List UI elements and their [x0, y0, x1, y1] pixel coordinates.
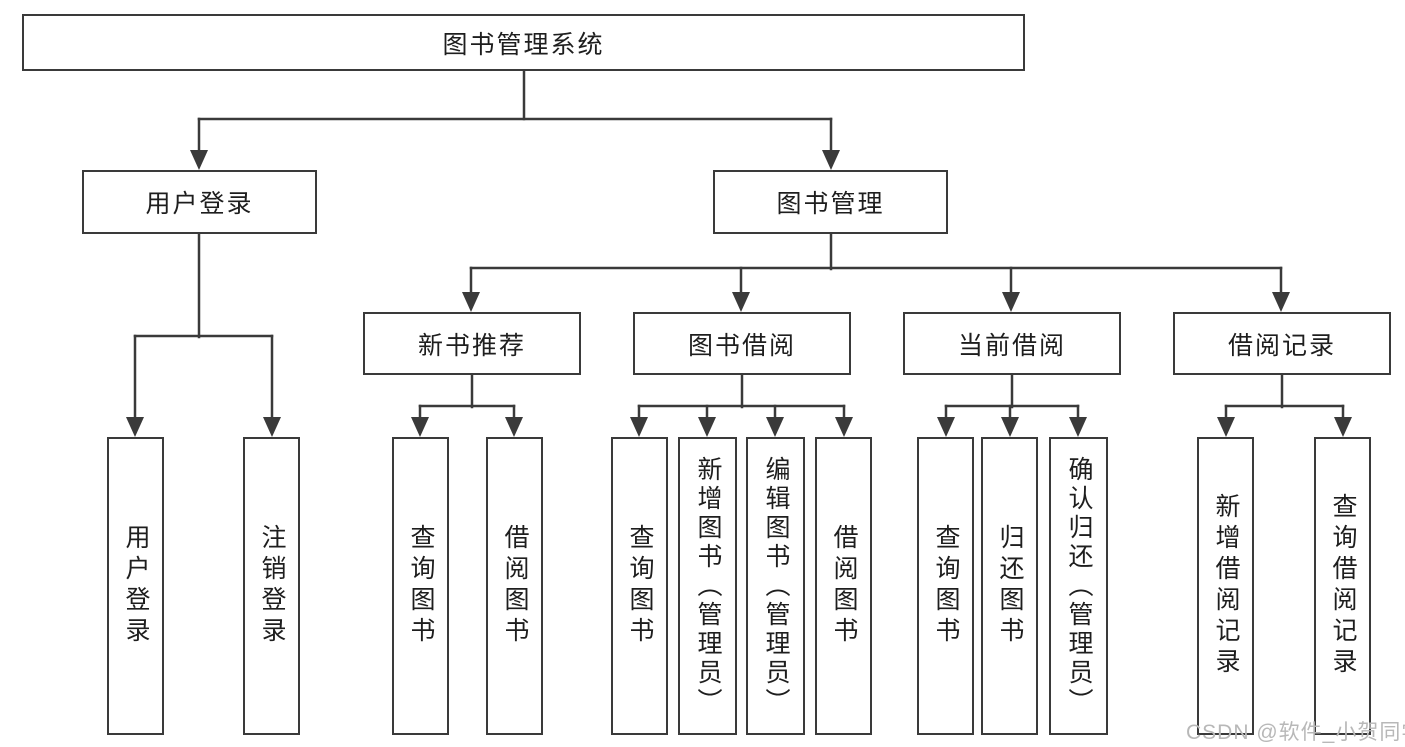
leaf-label: 归还图书	[996, 524, 1024, 648]
leaf-query-books-recommend: 查询图书	[392, 437, 449, 735]
leaf-label: 新增借阅记录	[1212, 493, 1240, 679]
leaf-user-login: 用户登录	[107, 437, 164, 735]
leaf-label: 借阅图书	[501, 524, 529, 648]
csdn-watermark: CSDN @软件_小贺同学	[1186, 721, 1405, 744]
node-library-management-system: 图书管理系统	[22, 14, 1025, 71]
node-label: 用户登录	[145, 190, 254, 218]
leaf-add-borrow-record: 新增借阅记录	[1197, 437, 1254, 735]
leaf-return-books: 归还图书	[981, 437, 1038, 735]
leaf-label: 查询图书	[407, 524, 435, 648]
arrowhead-group	[126, 150, 1352, 437]
node-label: 当前借阅	[957, 331, 1066, 360]
leaf-add-books-admin: 新增图书（管理员）	[678, 437, 737, 735]
node-user-login-branch: 用户登录	[82, 170, 317, 234]
node-label: 图书借阅	[687, 331, 796, 360]
leaf-label: 借阅图书	[830, 524, 858, 648]
node-book-borrowing: 图书借阅	[633, 312, 851, 375]
leaf-label: 查询图书	[932, 524, 960, 648]
leaf-label: 注销登录	[258, 524, 286, 648]
node-borrowing-records: 借阅记录	[1173, 312, 1391, 375]
leaf-logout: 注销登录	[243, 437, 300, 735]
leaf-query-borrow-record: 查询借阅记录	[1314, 437, 1371, 735]
leaf-label: 新增图书（管理员）	[694, 455, 722, 717]
leaf-label: 用户登录	[122, 524, 150, 648]
node-label: 图书管理	[776, 190, 885, 218]
leaf-label: 查询借阅记录	[1329, 493, 1357, 679]
leaf-borrow-books-recommend: 借阅图书	[486, 437, 543, 735]
leaf-label: 编辑图书（管理员）	[762, 455, 790, 717]
leaf-label: 确认归还（管理员）	[1065, 455, 1093, 717]
node-label: 借阅记录	[1227, 331, 1336, 360]
leaf-confirm-return-admin: 确认归还（管理员）	[1049, 437, 1108, 735]
leaf-query-books-borrowing: 查询图书	[611, 437, 668, 735]
node-current-borrowing: 当前借阅	[903, 312, 1121, 375]
leaf-borrow-books: 借阅图书	[815, 437, 872, 735]
leaf-label: 查询图书	[626, 524, 654, 648]
leaf-query-books-current: 查询图书	[917, 437, 974, 735]
leaf-edit-books-admin: 编辑图书（管理员）	[746, 437, 805, 735]
node-label: 新书推荐	[417, 331, 526, 360]
node-label: 图书管理系统	[442, 30, 605, 59]
node-book-management-branch: 图书管理	[713, 170, 948, 234]
node-new-book-recommendation: 新书推荐	[363, 312, 581, 375]
